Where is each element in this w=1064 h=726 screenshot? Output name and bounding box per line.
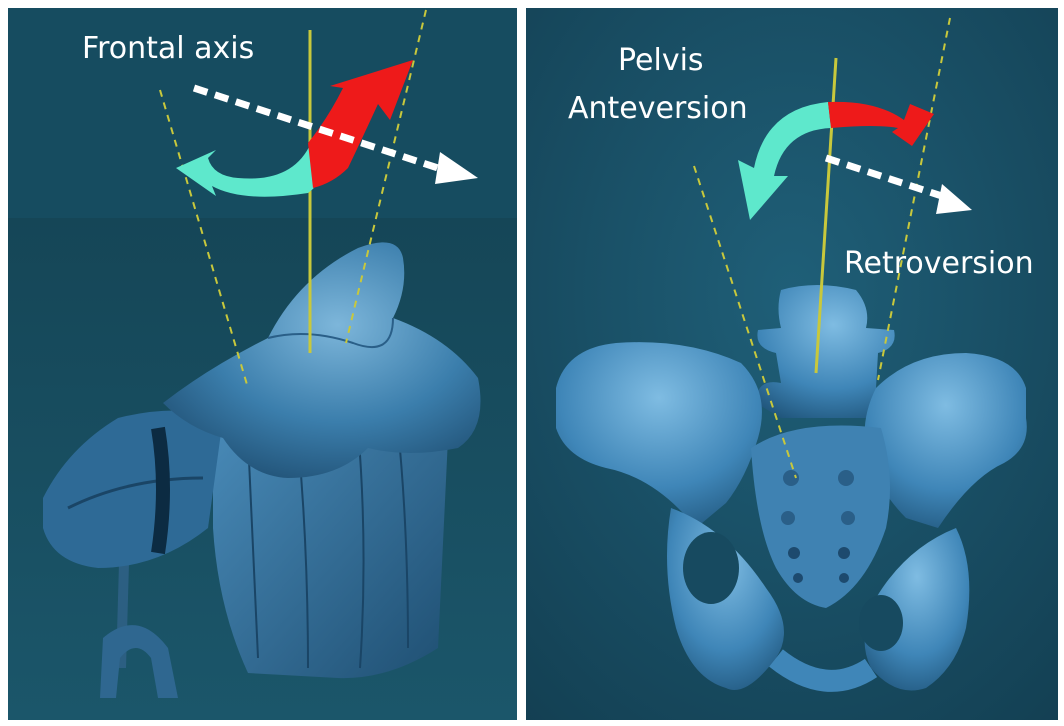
retroversion-label: Retroversion: [844, 245, 1034, 283]
obturator-foramen-right: [859, 595, 903, 651]
pelvis-label: Pelvis: [618, 42, 704, 80]
obturator-foramen-left: [683, 532, 739, 604]
frontal-axis-label: Frontal axis: [82, 30, 254, 68]
pelvis-panel: Pelvis Anteversion Retroversion: [526, 8, 1058, 720]
saddle-illustration: [8, 8, 517, 720]
saddle-panel: Frontal axis: [8, 8, 517, 720]
anteversion-label: Anteversion: [568, 90, 748, 128]
